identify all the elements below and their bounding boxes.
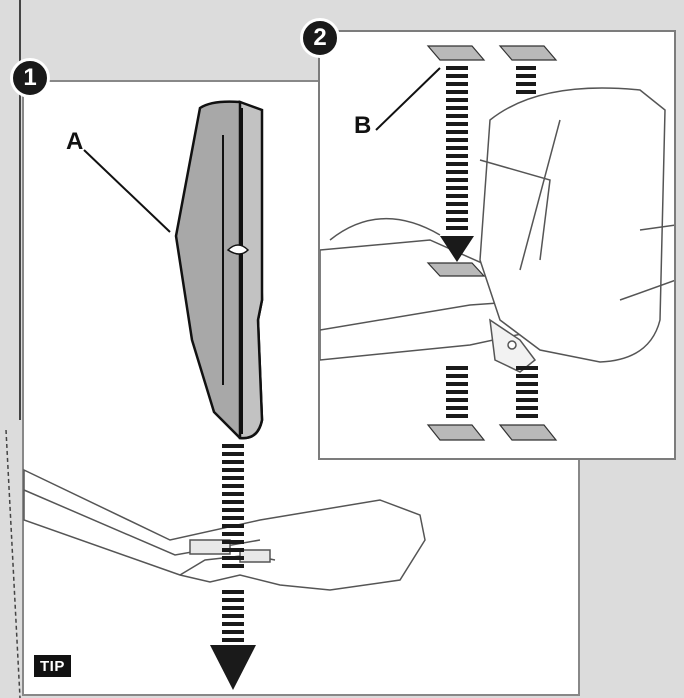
tape-strips [426, 45, 558, 441]
tape-arrows [440, 66, 538, 418]
callout-line-a [83, 149, 171, 233]
callout-label-b: B [354, 112, 372, 139]
vertical-fin [174, 100, 264, 440]
tail-assembly [320, 87, 674, 373]
step-1-badge: 1 [10, 58, 50, 98]
callout-label-a: A [66, 128, 84, 155]
horizontal-stabilizer [23, 468, 426, 591]
step-2-badge: 2 [300, 18, 340, 58]
step-1-number: 1 [23, 64, 37, 91]
tip-tag: TIP [34, 655, 71, 677]
callout-line-b [375, 67, 441, 131]
insertion-arrow-1 [210, 444, 256, 690]
step-2-number: 2 [313, 24, 327, 51]
